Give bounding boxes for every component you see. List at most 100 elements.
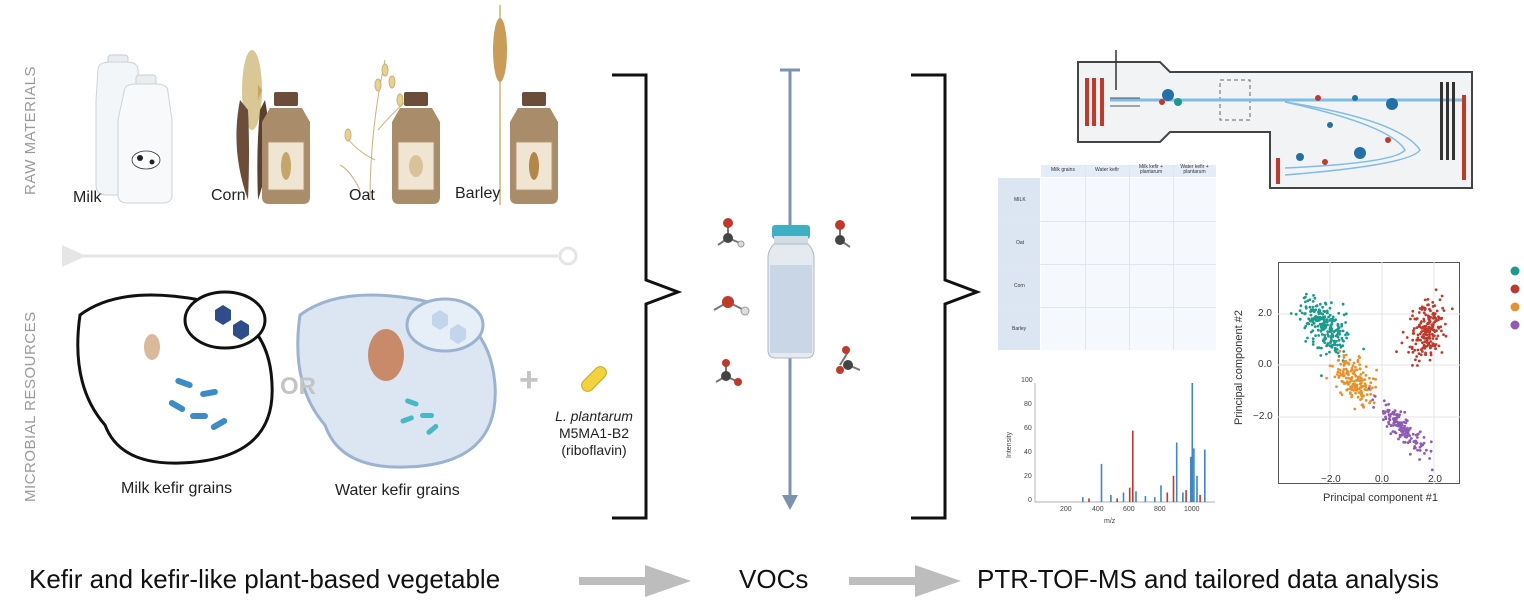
pca-point	[1317, 312, 1321, 316]
pca-point	[1310, 323, 1314, 327]
pca-point	[1405, 434, 1409, 438]
pca-point	[1399, 410, 1403, 414]
pca-point	[1319, 354, 1323, 357]
pca-point	[1419, 338, 1422, 342]
pca-point	[1410, 437, 1413, 440]
pca-point	[1354, 374, 1358, 378]
pca-point	[1369, 381, 1373, 385]
pca-point	[1421, 341, 1424, 345]
pca-point	[1325, 376, 1328, 380]
pca-point	[1342, 356, 1346, 359]
oat-icon	[339, 59, 409, 201]
pca-point	[1388, 414, 1392, 418]
pca-point	[1341, 302, 1345, 306]
pca-point	[1395, 350, 1398, 354]
pca-point	[1311, 300, 1315, 303]
pca-point	[1429, 449, 1433, 453]
pca-point	[1392, 424, 1395, 427]
pca-point	[1387, 402, 1390, 406]
spectrum-bar	[1110, 494, 1112, 502]
legend-dot-red	[1510, 284, 1520, 294]
pca-point	[1329, 318, 1333, 321]
pca-point	[1423, 308, 1427, 312]
pca-point	[1371, 398, 1375, 402]
pca-point	[1368, 384, 1372, 388]
pca-point	[1304, 295, 1307, 299]
pca-xtick: 2.0	[1428, 474, 1442, 485]
pca-point	[1391, 417, 1395, 421]
pca-point	[1355, 378, 1359, 382]
pca-point	[1401, 426, 1405, 430]
pca-point	[1360, 397, 1364, 400]
l-plantarum-icon	[581, 366, 607, 392]
pca-point	[1416, 336, 1420, 340]
pca-point	[1337, 311, 1341, 315]
molecule-icon	[717, 218, 745, 248]
pca-point	[1394, 413, 1398, 417]
pca-point	[1353, 407, 1357, 411]
pca-point	[1397, 437, 1400, 441]
raw-materials-illustration	[95, 5, 558, 205]
pca-point	[1436, 334, 1440, 338]
raw-material-label: Oat	[349, 187, 375, 204]
pca-point	[1345, 372, 1348, 375]
pca-point	[1340, 379, 1344, 383]
pca-point	[1331, 364, 1334, 368]
pca-point	[1327, 334, 1330, 338]
pca-point	[1342, 339, 1345, 343]
pca-point	[1440, 316, 1444, 320]
pca-point	[1435, 329, 1438, 332]
pca-point	[1317, 308, 1321, 312]
pca-point	[1346, 361, 1350, 365]
pca-point	[1386, 408, 1390, 412]
spectrum-bar	[1135, 491, 1137, 502]
pca-point	[1429, 315, 1432, 319]
pca-point	[1318, 322, 1322, 326]
pca-point	[1328, 344, 1332, 348]
or-label: OR	[280, 373, 316, 400]
spectrum-bar	[1100, 463, 1103, 502]
pca-point	[1431, 334, 1435, 337]
pca-point	[1325, 318, 1329, 321]
pca-point	[1347, 376, 1351, 380]
pca-point	[1401, 330, 1405, 334]
raw-material-label: Barley	[455, 185, 501, 202]
pca-legend	[1510, 266, 1520, 330]
spectrum-ytick: 100	[1021, 377, 1033, 384]
pca-point	[1385, 425, 1389, 428]
pca-point	[1330, 320, 1334, 324]
pca-point	[1418, 458, 1421, 461]
pca-point	[1356, 395, 1360, 399]
pca-point	[1326, 330, 1329, 333]
pca-point	[1351, 364, 1355, 368]
pca-point	[1429, 340, 1433, 343]
pca-point	[1323, 333, 1327, 337]
juice-bottle-icon	[510, 92, 558, 204]
pca-point	[1330, 301, 1333, 305]
legend-dot-orange	[1510, 302, 1520, 312]
pca-point	[1426, 343, 1430, 347]
spectrum-bar	[1191, 383, 1194, 502]
pca-point	[1342, 367, 1346, 371]
table-row-header: Oat	[1016, 240, 1025, 246]
spectrum-bar	[1204, 449, 1206, 502]
pca-point	[1344, 353, 1348, 357]
pca-point	[1394, 418, 1397, 422]
pca-point	[1322, 320, 1326, 324]
pca-point	[1415, 355, 1419, 358]
ptr-tof-ms-instrument	[1077, 50, 1473, 189]
pca-point	[1340, 336, 1344, 340]
pca-point	[1394, 423, 1398, 427]
pca-point	[1426, 298, 1430, 301]
pca-point	[1332, 339, 1336, 343]
pca-point	[1416, 448, 1419, 452]
pca-point	[1425, 339, 1429, 342]
pca-point	[1325, 344, 1328, 348]
pca-point	[1358, 382, 1362, 386]
table-column-header: Milk kefir + plantarum	[1138, 164, 1164, 175]
pca-point	[1329, 336, 1333, 340]
pca-point	[1358, 367, 1362, 371]
pca-point	[1347, 383, 1350, 386]
pca-point	[1411, 309, 1415, 313]
pca-point	[1368, 376, 1371, 380]
